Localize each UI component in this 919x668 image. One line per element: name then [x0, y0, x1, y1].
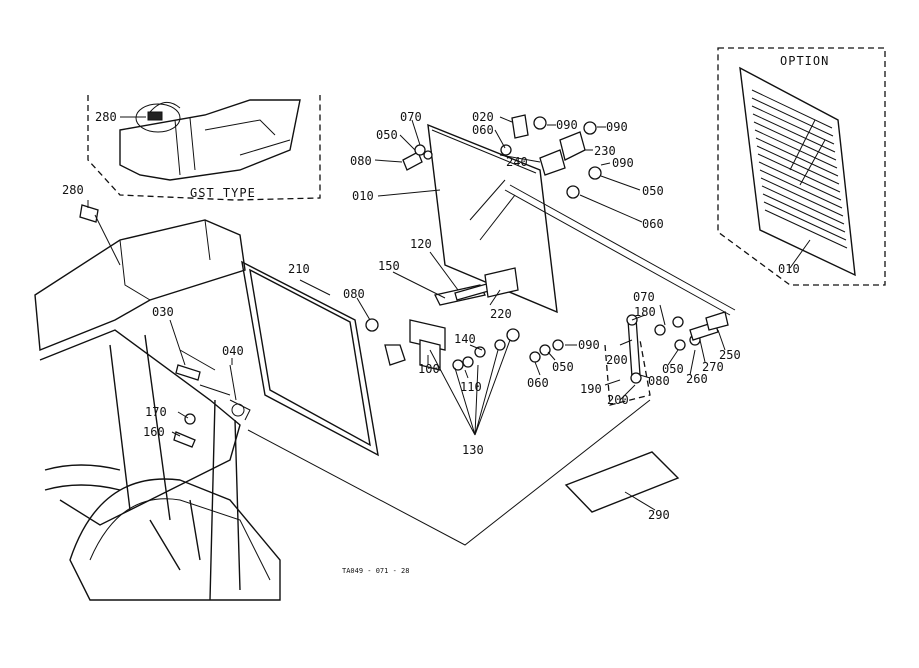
part-label-210: 210 — [288, 262, 310, 276]
part-label-190: 190 — [580, 382, 602, 396]
part-label-250: 250 — [719, 348, 741, 362]
gst-type-inset: GST TYPE — [87, 95, 321, 201]
part-label-050: 050 — [662, 362, 684, 376]
part-label-100: 100 — [418, 362, 440, 376]
part-label-220: 220 — [490, 307, 512, 321]
part-label-140: 140 — [454, 332, 476, 346]
part-label-290: 290 — [648, 508, 670, 522]
part-label-280: 280 — [95, 110, 117, 124]
cab-frame — [34, 219, 281, 601]
part-label-200: 200 — [606, 353, 628, 367]
part-label-090: 090 — [606, 120, 628, 134]
part-label-180: 180 — [634, 305, 656, 319]
part-labels: 280 280 070 050 080 010 020 060 090 090 … — [62, 110, 800, 575]
option-caption: OPTION — [780, 54, 829, 68]
hardware-parts — [79, 114, 729, 513]
part-label-280: 280 — [62, 183, 84, 197]
part-label-150: 150 — [378, 259, 400, 273]
leader-lines — [87, 116, 811, 511]
part-label-060: 060 — [527, 376, 549, 390]
part-label-080: 080 — [343, 287, 365, 301]
part-label-030: 030 — [152, 305, 174, 319]
part-label-110: 110 — [460, 380, 482, 394]
part-label-160: 160 — [143, 425, 165, 439]
part-label-060: 060 — [642, 217, 664, 231]
gst-type-caption: GST TYPE — [190, 186, 256, 200]
part-label-080: 080 — [648, 374, 670, 388]
part-label-260: 260 — [686, 372, 708, 386]
part-label-080: 080 — [350, 154, 372, 168]
option-inset: OPTION — [717, 47, 886, 286]
assembly-outline — [247, 184, 736, 546]
part-label-130: 130 — [462, 443, 484, 457]
part-label-200: 200 — [607, 393, 629, 407]
part-label-040: 040 — [222, 344, 244, 358]
door-seal-frame — [241, 260, 379, 457]
figure-code: TA049 - 071 - 28 — [342, 567, 409, 575]
part-label-270: 270 — [702, 360, 724, 374]
part-label-050: 050 — [376, 128, 398, 142]
sensor-icon — [147, 111, 163, 121]
part-label-230: 230 — [594, 144, 616, 158]
part-label-240: 240 — [506, 155, 528, 169]
part-label-050: 050 — [552, 360, 574, 374]
part-label-120: 120 — [410, 237, 432, 251]
part-label-090: 090 — [578, 338, 600, 352]
part-label-090: 090 — [556, 118, 578, 132]
part-label-070: 070 — [400, 110, 422, 124]
part-label-050: 050 — [642, 184, 664, 198]
part-label-070: 070 — [633, 290, 655, 304]
part-label-020: 020 — [472, 110, 494, 124]
part-label-170: 170 — [145, 405, 167, 419]
part-label-060: 060 — [472, 123, 494, 137]
part-label-010: 010 — [352, 189, 374, 203]
part-label-090: 090 — [612, 156, 634, 170]
part-label-010: 010 — [778, 262, 800, 276]
